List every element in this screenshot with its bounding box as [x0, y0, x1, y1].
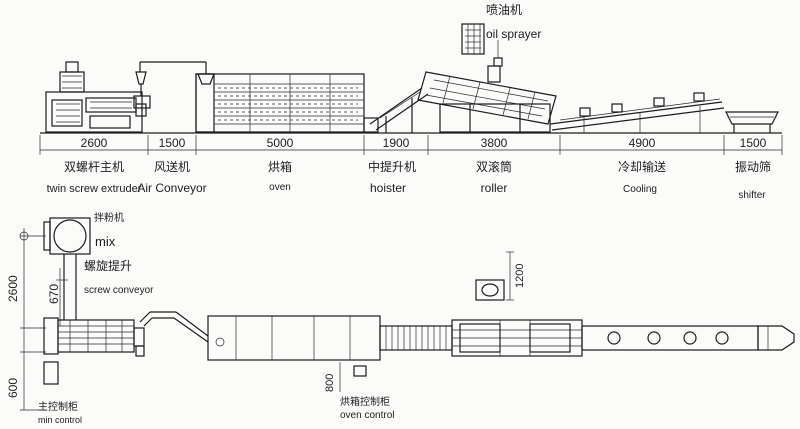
oven-control-cabinet [353, 365, 367, 377]
extruder-plan-drawing [43, 317, 145, 357]
dim-670-vertical: 670 [47, 284, 61, 304]
air-conveyor-drawing [133, 61, 215, 109]
mixer-drawing [43, 217, 91, 320]
oil-sprayer-drawing [461, 23, 485, 55]
hoister-drawing [363, 87, 429, 133]
twin-screw-extruder-drawing [45, 61, 147, 133]
air-pipe-plan [139, 311, 209, 343]
shifter-cn: 振动筛 [735, 159, 771, 174]
vertical-dimensions [19, 228, 68, 411]
air-conveyor-cn: 风送机 [154, 159, 190, 174]
shifter-drawing [725, 111, 779, 133]
cooling-plan-drawing [581, 325, 759, 351]
roller-en: roller [481, 181, 508, 195]
dim-cooling: 4900 [629, 136, 656, 150]
extruder-cn: 双螺杆主机 [64, 160, 124, 174]
cooling-conveyor-drawing [549, 92, 725, 133]
mix-en-label: mix [95, 234, 116, 249]
roller-plan-drawing [451, 319, 583, 357]
cooling-cn: 冷却输送 [618, 159, 666, 174]
main-control-cabinet [43, 361, 59, 385]
dim-extruder: 2600 [81, 136, 108, 150]
shifter-plan-drawing [757, 325, 795, 351]
dim-hoister: 1900 [383, 136, 410, 150]
oven-drawing [195, 73, 365, 133]
oven-cn: 烘箱 [268, 159, 292, 174]
extruder-en: twin screw extruder [47, 183, 142, 195]
dim-oven: 5000 [267, 136, 294, 150]
mix-cn-label: 拌粉机 [94, 211, 124, 224]
screw-en-label: screw conveyor [84, 285, 154, 296]
dim-roller: 3800 [481, 136, 508, 150]
air-conveyor-en: Air Conveyor [137, 181, 206, 195]
roller-drawing [417, 40, 557, 133]
dim-2600-vertical: 2600 [6, 275, 20, 302]
elevation-view: 喷油机 oil sprayer 2600 1500 5000 1900 3800… [39, 3, 783, 201]
oven-control-en: oven control [340, 410, 394, 421]
dimension-chain [39, 135, 783, 155]
oil-sprayer-plan-drawing [475, 251, 514, 301]
hoister-en: hoister [370, 181, 406, 195]
oven-control-cn: 烘箱控制柜 [340, 395, 390, 408]
main-control-cn: 主控制柜 [38, 400, 78, 413]
screw-cn-label: 螺旋提升 [84, 258, 132, 273]
oven-en: oven [269, 182, 291, 193]
plan-view: 拌粉机 mix 螺旋提升 screw conveyor 2600 670 600 [6, 211, 795, 425]
hoister-cn: 中提升机 [368, 159, 416, 174]
cooling-en: Cooling [623, 184, 657, 195]
roller-cn: 双滚筒 [476, 159, 512, 174]
dim-600-vertical: 600 [6, 378, 20, 398]
hoister-plan-drawing [379, 325, 453, 351]
shifter-en: shifter [738, 190, 766, 201]
dim-1200-vertical: 1200 [514, 264, 526, 288]
dim-shifter: 1500 [740, 136, 767, 150]
oven-plan-drawing [207, 315, 381, 361]
dim-800-vertical: 800 [324, 374, 336, 392]
main-control-en: min control [38, 415, 82, 425]
oil-sprayer-cn-label: 喷油机 [486, 3, 522, 17]
dim-air-conveyor: 1500 [159, 136, 186, 150]
oil-sprayer-en-label: oil sprayer [486, 27, 541, 41]
